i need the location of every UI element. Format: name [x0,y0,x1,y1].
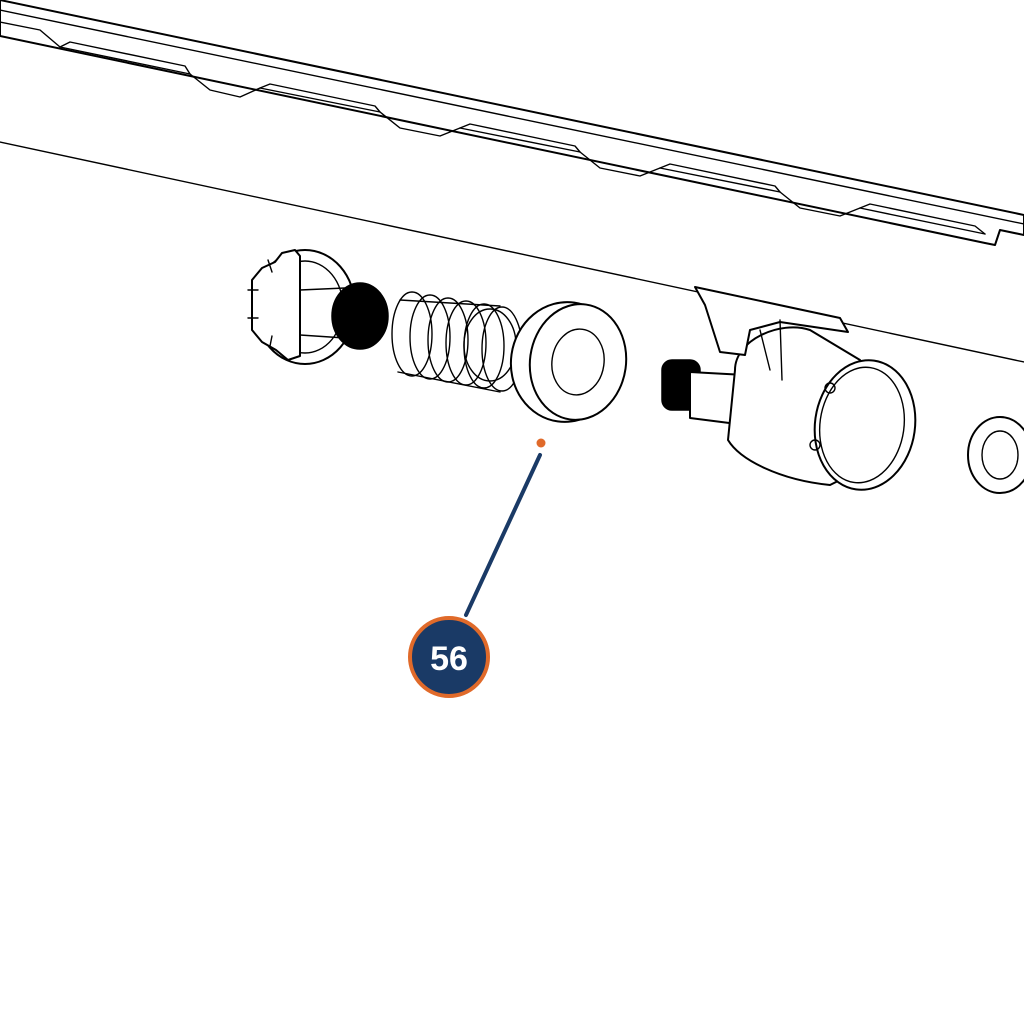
callout-label: 56 [430,640,468,678]
leader-dot [536,438,546,448]
coil-spring [391,291,523,393]
callout-badge[interactable] [408,616,490,698]
valve-body [661,286,917,491]
end-cap-bushing [247,249,389,365]
washer-item-56 [509,301,628,423]
rail-housing [0,0,1024,363]
o-ring [967,416,1024,494]
callout-56: 56 [408,438,546,698]
leader-line [464,453,542,617]
